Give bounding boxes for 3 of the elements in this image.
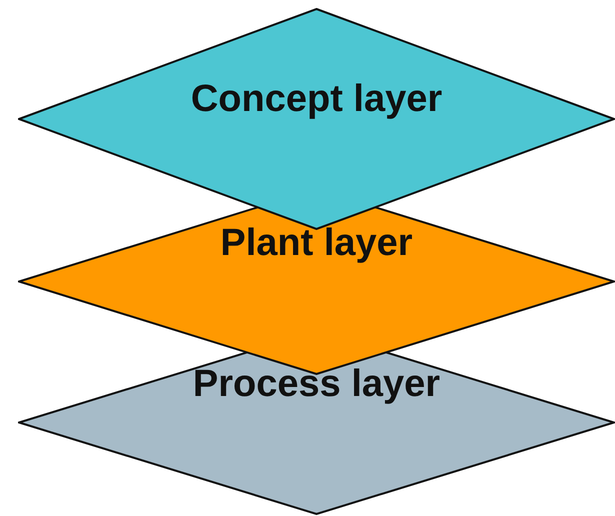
layer-label: Plant layer bbox=[219, 222, 414, 265]
layer-label: Concept layer bbox=[190, 78, 444, 121]
layer-label: Process layer bbox=[192, 363, 442, 406]
